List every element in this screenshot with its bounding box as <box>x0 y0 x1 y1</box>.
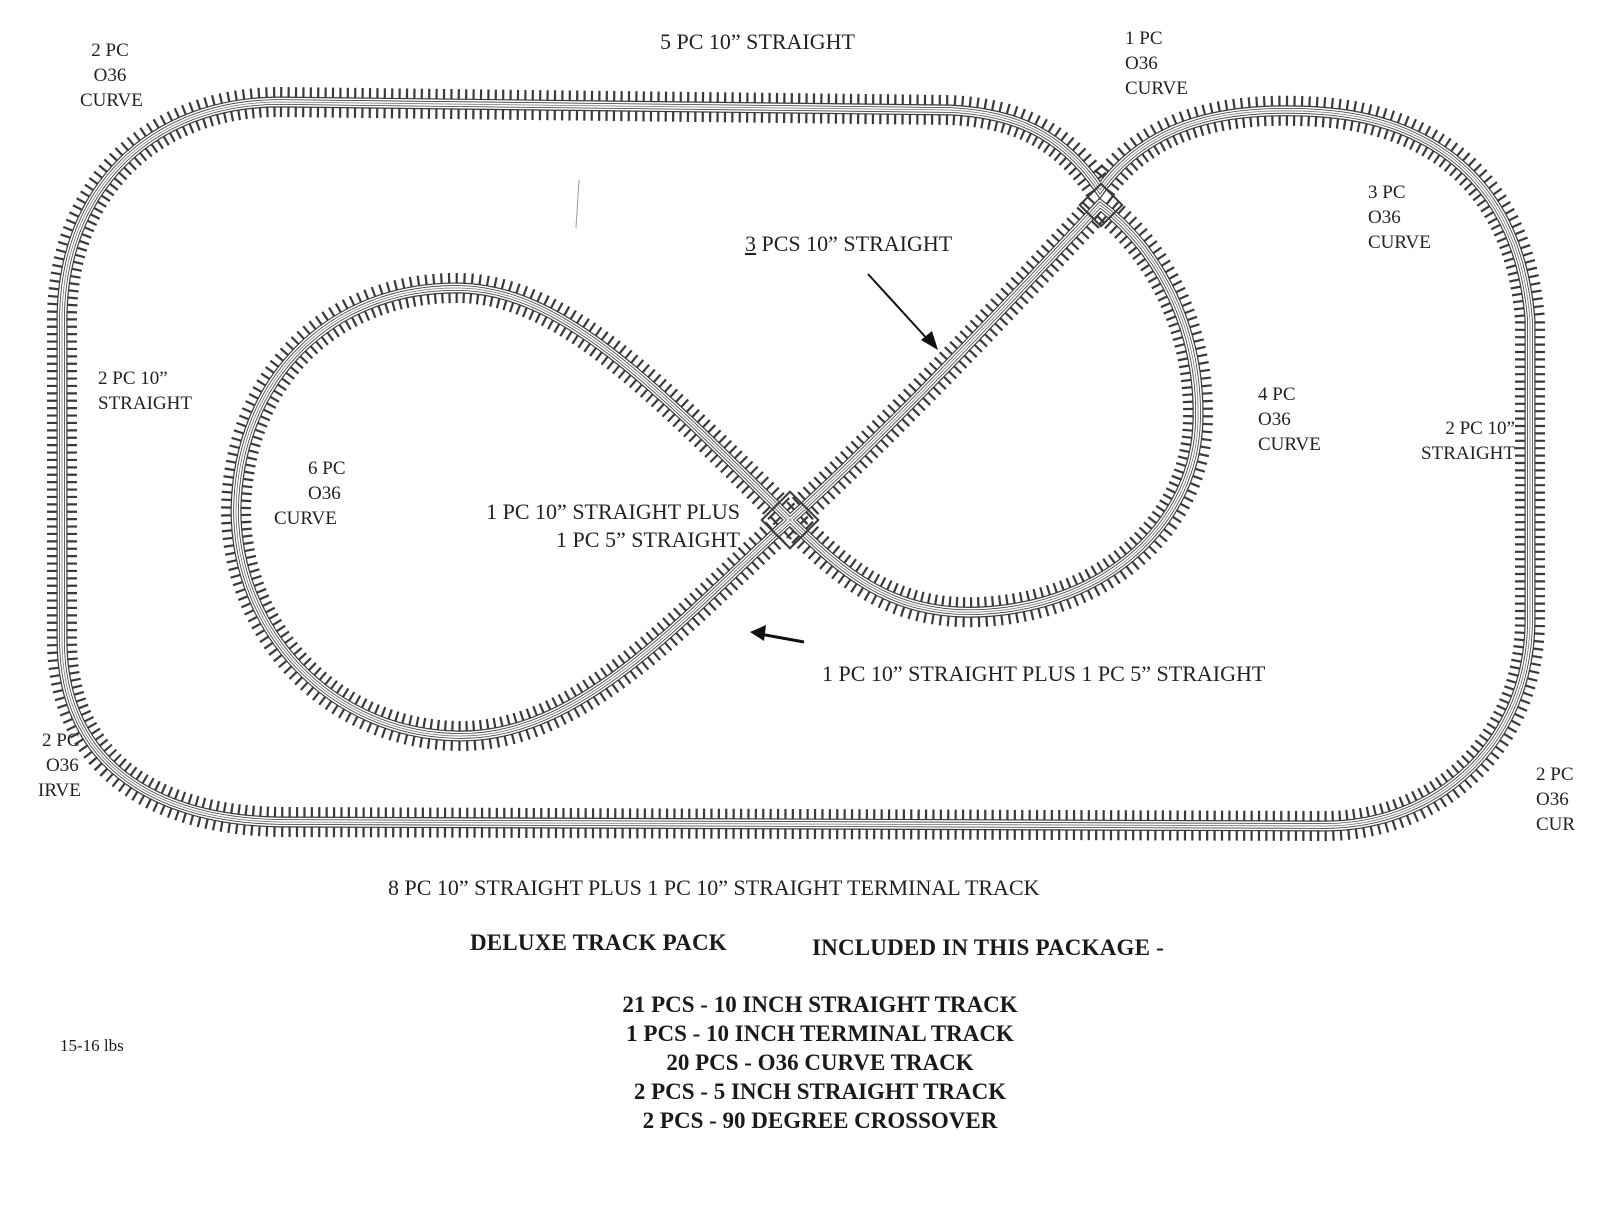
label-line: CUR <box>1536 814 1576 835</box>
label-line: CURVE <box>1258 434 1321 455</box>
package-item: 2 PCS - 5 INCH STRAIGHT TRACK <box>633 1079 1007 1104</box>
package-item: 20 PCS - O36 CURVE TRACK <box>666 1050 974 1075</box>
label-line: 2 PC <box>1536 764 1574 785</box>
outer-loop-track <box>47 86 1545 842</box>
arrow-diagonal-head <box>921 331 938 350</box>
label-line: 1 PC 10” STRAIGHT PLUS <box>486 499 740 524</box>
package-weight: 15-16 lbs <box>60 1036 124 1055</box>
label-right-top-curve: 3 PC O36 CURVE <box>1368 180 1431 255</box>
track-center-rail <box>235 204 1199 737</box>
label-line: STRAIGHT <box>98 393 192 414</box>
label-inner-left-curve: 6 PC O36 CURVE <box>274 456 346 531</box>
pointer-arrows <box>575 179 938 644</box>
label-bottom-right-curve: 2 PC O36 CUR <box>1536 762 1575 837</box>
label-line: 1 PC <box>1125 28 1163 49</box>
arrow-lower <box>759 632 805 644</box>
label-bottom-left-curve: 2 PC O36 IRVE <box>38 728 81 803</box>
arrow-lower-head <box>750 625 766 641</box>
label-line: CURVE <box>1125 78 1188 99</box>
label-line: 1 PC 5” STRAIGHT <box>556 527 740 552</box>
package-included-heading: INCLUDED IN THIS PACKAGE - <box>812 935 1164 960</box>
label-left-straight: 2 PC 10” STRAIGHT <box>98 366 192 416</box>
label-line: O36 <box>1258 409 1291 430</box>
package-item: 2 PCS - 90 DEGREE CROSSOVER <box>642 1108 998 1133</box>
track-pieces <box>47 86 1545 842</box>
label-line: O36 <box>308 483 341 504</box>
track-center-rail <box>61 101 1531 827</box>
label-line: STRAIGHT <box>1421 443 1515 464</box>
label-diagonal-straight: 3 PCS 10” STRAIGHT <box>745 230 952 258</box>
package-item: 1 PCS - 10 INCH TERMINAL TRACK <box>626 1021 1014 1046</box>
label-count: 3 <box>745 231 756 256</box>
label-lower-diagonal: 1 PC 10” STRAIGHT PLUS 1 PC 5” STRAIGHT <box>822 661 1266 686</box>
label-line: O36 <box>93 65 127 86</box>
track-ties <box>220 184 1214 752</box>
package-item-list: 21 PCS - 10 INCH STRAIGHT TRACK 1 PCS - … <box>560 990 1080 1135</box>
label-top-left-curve: 2 PC O36 CURVE <box>80 38 143 113</box>
label-line: 6 PC <box>308 458 346 479</box>
package-item: 21 PCS - 10 INCH STRAIGHT TRACK <box>622 992 1018 1017</box>
label-top-center-curve: 1 PC O36 CURVE <box>1125 26 1188 101</box>
label-line: IRVE <box>38 780 81 801</box>
label-line: 4 PC <box>1258 384 1296 405</box>
label-line: CURVE <box>1368 232 1431 253</box>
figure-eight-track <box>220 184 1214 752</box>
label-bottom-straight: 8 PC 10” STRAIGHT PLUS 1 PC 10” STRAIGHT… <box>388 875 1040 900</box>
label-line: CURVE <box>274 508 337 529</box>
scan-mark <box>575 179 580 229</box>
label-line: 2 PC 10” <box>98 368 168 389</box>
label-line: 3 PC <box>1368 182 1406 203</box>
label-line: O36 <box>1536 789 1569 810</box>
center-crossover <box>760 490 820 550</box>
label-line: 2 PC <box>42 730 80 751</box>
label-line: O36 <box>46 755 79 776</box>
arrow-diagonal <box>867 273 931 343</box>
label-text: PCS 10” STRAIGHT <box>756 231 953 256</box>
top-crossover <box>1078 182 1124 228</box>
label-line: 2 PC <box>91 40 129 61</box>
label-line: O36 <box>1125 53 1158 74</box>
label-line: CURVE <box>80 90 143 111</box>
label-middle-curve: 4 PC O36 CURVE <box>1258 382 1321 457</box>
label-line: 2 PC 10” <box>1445 418 1515 439</box>
package-name: DELUXE TRACK PACK <box>470 930 727 955</box>
label-line: O36 <box>1368 207 1401 228</box>
label-center-straights: 1 PC 10” STRAIGHT PLUS 1 PC 5” STRAIGHT <box>420 498 740 554</box>
label-right-straight: 2 PC 10” STRAIGHT <box>1395 416 1515 466</box>
label-top-straight: 5 PC 10” STRAIGHT <box>660 29 855 54</box>
